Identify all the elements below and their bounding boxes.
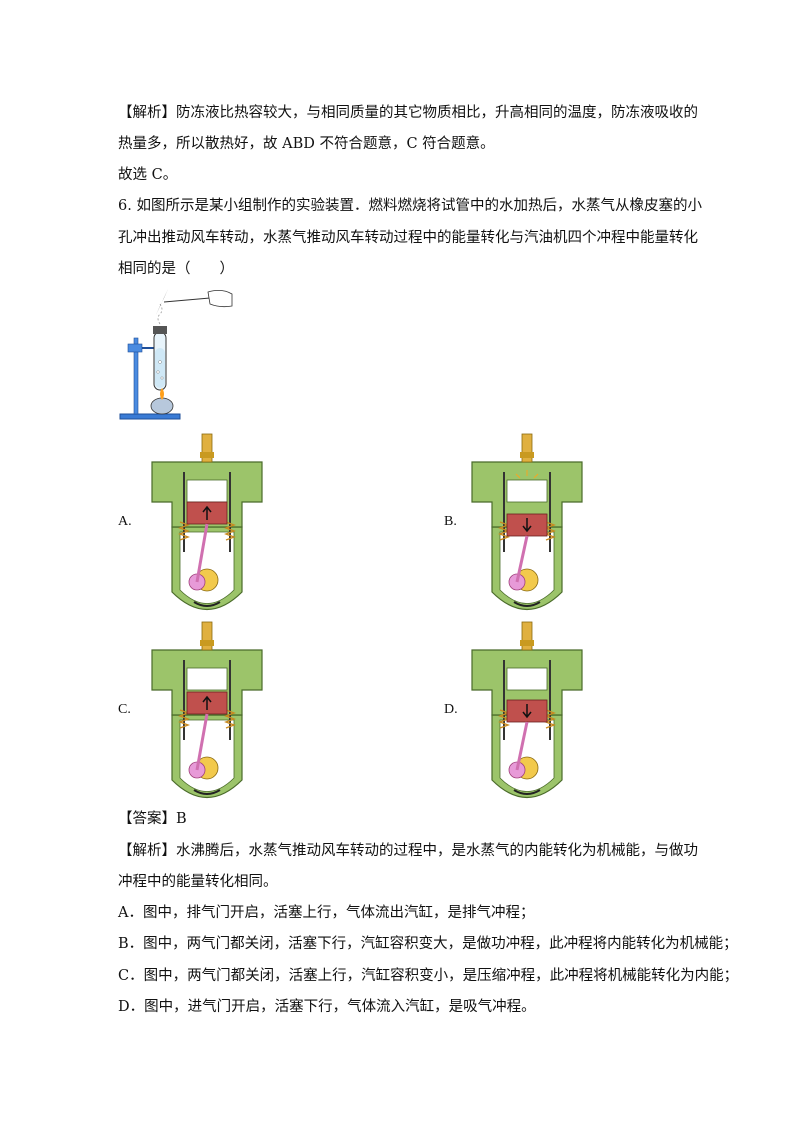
analysis-option-d: D．图中，进气门开启，活塞下行，气体流入汽缸，是吸气冲程。 [118,999,536,1015]
experiment-apparatus-figure [119,289,233,420]
analysis-option-a: A．图中，排气门开启，活塞上行，气体流出汽缸，是排气冲程； [118,905,535,921]
option-d-label: D. [444,702,458,717]
question-6-line-1: 6. 如图所示是某小组制作的实验装置．燃料燃烧将试管中的水加热后，水蒸气从橡皮塞… [118,198,702,214]
analysis-option-c: C．图中，两气门都关闭，活塞上行，汽缸容积变小，是压缩冲程，此冲程将机械能转化为… [118,968,739,984]
answer-choice-line: 故选 C。 [118,167,178,183]
engine-diagram-d [471,621,583,799]
question-6-line-3: 相同的是（ ） [118,261,234,277]
answer-line: 【答案】B [118,811,187,827]
analysis-6-line-2: 冲程中的能量转化相同。 [118,874,278,890]
engine-diagram-b [471,433,583,611]
analysis-line-2: 热量多，所以散热好，故 ABD 不符合题意，C 符合题意。 [118,136,495,152]
option-b-label: B. [444,514,457,529]
analysis-line-1: 【解析】防冻液比热容较大，与相同质量的其它物质相比，升高相同的温度，防冻液吸收的 [118,105,698,121]
option-c-label: C. [118,702,131,717]
analysis-6-line-1: 【解析】水沸腾后，水蒸气推动风车转动的过程中，是水蒸气的内能转化为机械能，与做功 [118,843,698,859]
question-6-line-2: 孔冲出推动风车转动，水蒸气推动风车转动过程中的能量转化与汽油机四个冲程中能量转化 [118,230,698,246]
analysis-option-b: B．图中，两气门都关闭，活塞下行，汽缸容积变大，是做功冲程，此冲程将内能转化为机… [118,936,738,952]
option-a-label: A. [118,514,132,529]
engine-diagram-a [151,433,263,611]
engine-diagram-c [151,621,263,799]
